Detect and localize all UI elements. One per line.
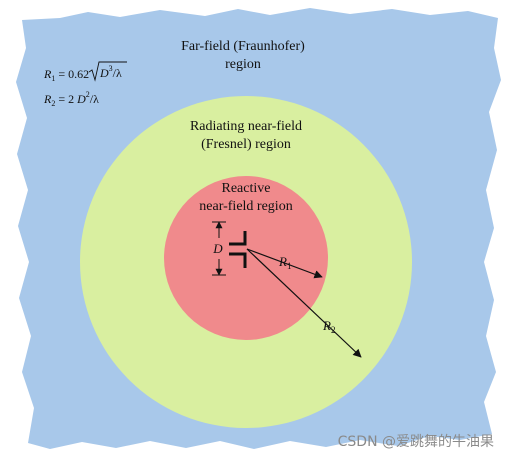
reactive-label-line2: near-field region xyxy=(199,199,292,214)
svg-text:R2 = 2 D2/λ: R2 = 2 D2/λ xyxy=(43,90,99,108)
svg-text:R1 = 0.62: R1 = 0.62 xyxy=(43,67,89,83)
watermark: CSDN @爱跳舞的牛油果 xyxy=(338,434,494,450)
dimension-d xyxy=(212,221,226,276)
radiating-label-line2: (Fresnel) region xyxy=(201,137,291,152)
reactive-label-line1: Reactive xyxy=(222,181,271,196)
svg-text:D3/λ: D3/λ xyxy=(99,64,122,80)
formula-r2: R2 = 2 D2/λ xyxy=(43,90,99,108)
r2-arrow xyxy=(246,248,362,358)
r1-label: R1 xyxy=(278,254,291,271)
r2-label: R2 xyxy=(322,318,335,335)
radiating-label-line1: Radiating near-field xyxy=(190,119,302,134)
antenna-icon xyxy=(229,231,247,268)
dimension-d-label: D xyxy=(212,241,223,256)
r1-arrow xyxy=(246,248,323,279)
far-field-label-line1: Far-field (Fraunhofer) xyxy=(181,39,305,54)
formula-r1: R1 = 0.62 D3/λ xyxy=(43,61,127,83)
far-field-label-line2: region xyxy=(225,57,261,72)
sqrt-sign xyxy=(88,61,127,82)
